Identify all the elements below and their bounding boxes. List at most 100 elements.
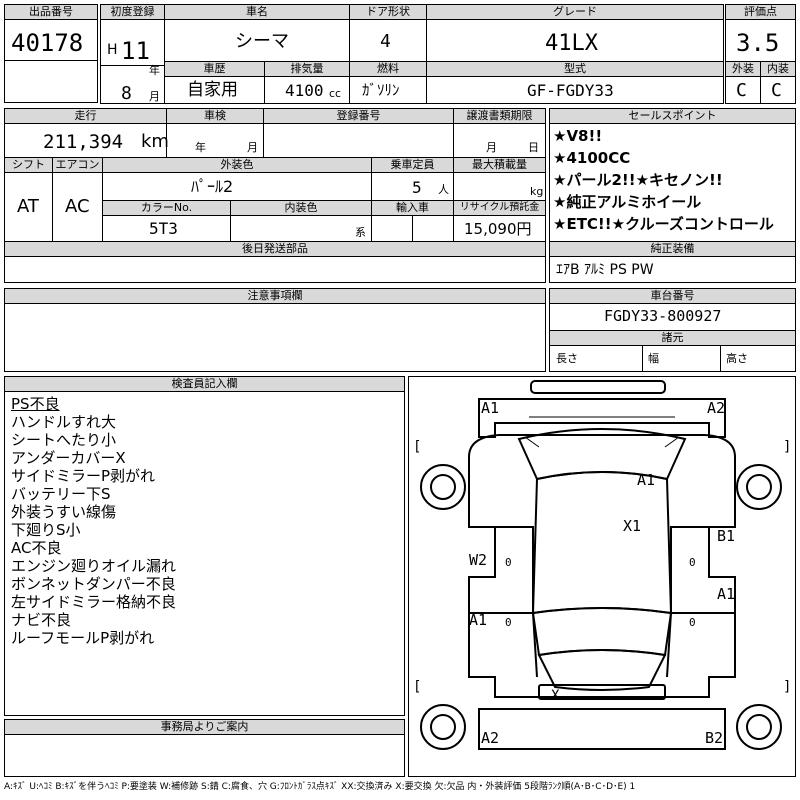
transfer-doc-label: 譲渡書類期限 [454, 109, 545, 124]
history-box: 車歴 自家用 [164, 61, 265, 104]
later-parts-label: 後日発送部品 [5, 242, 545, 257]
mileage-label: 走行 [5, 109, 166, 124]
interior-score-box: 内装 C [760, 61, 796, 104]
exterior-score-box: 外装 C [725, 61, 761, 104]
aircon-label: エアコン [53, 158, 102, 173]
width-label: 幅 [648, 352, 659, 365]
mark-right-rear-door: A1 [717, 585, 736, 603]
mileage-box: 走行 211,394 km [4, 108, 169, 158]
sales-points-list: ★V8!! ★4100CC ★パール2!!★キセノン!! ★純正アルミホイール … [553, 125, 774, 235]
inspection-label: 車検 [167, 109, 263, 124]
inspector-notes-box: 検査員記入欄 PS不良 ハンドルすれ大 シートへたり小 アンダーカバーX サイド… [4, 376, 405, 716]
mileage-unit: km [141, 131, 169, 152]
import-box: 輸入車 [371, 200, 454, 242]
lot-number-box: 出品番号 40178 [4, 4, 98, 61]
grade-label: グレード [427, 5, 723, 20]
displacement-value: 4100 [285, 81, 324, 100]
aircon-box: エアコン AC [52, 157, 103, 242]
door-type-value: 4 [380, 31, 391, 52]
mark-front-left: A1 [481, 399, 500, 417]
lot-number-value: 40178 [11, 29, 84, 57]
car-outline-diagram: [] [] [413, 380, 791, 750]
svg-text:]: ] [783, 679, 791, 695]
capacity-label: 乗車定員 [372, 158, 453, 173]
max-load-label: 最大積載量 [454, 158, 545, 173]
import-label: 輸入車 [372, 201, 453, 216]
max-load-unit: kg [530, 185, 544, 198]
inspector-note-item: アンダーカバーX [11, 449, 126, 467]
inspector-note-item: PS不良 [11, 395, 60, 413]
month-unit: 月 [149, 90, 160, 103]
office-notes-label: 事務局よりご案内 [5, 720, 404, 735]
displacement-box: 排気量 4100 cc [264, 61, 350, 104]
damage-diagram: [] [] A1 A2 A1 X1 W2 B1 A1 A1 X A2 B2 0 … [408, 376, 796, 777]
svg-text:[: [ [413, 439, 421, 455]
inspector-note-item: サイドミラーP剥がれ [11, 467, 156, 485]
standard-equipment-box: 純正装備 ｴｱB ｱﾙﾐ PS PW [549, 241, 796, 283]
interior-color-suffix: 系 [355, 226, 366, 239]
mark-right-front-door: B1 [717, 527, 736, 545]
interior-score-value: C [771, 80, 782, 101]
chassis-box: 車台番号 FGDY33-800927 諸元 長さ 幅 高さ [549, 288, 796, 372]
score-label: 評価点 [726, 5, 795, 20]
door-type-box: ドア形状 4 [349, 4, 427, 62]
exterior-score-label: 外装 [726, 62, 760, 77]
inspection-year-unit: 年 [195, 141, 206, 154]
interior-color-box: 内装色 系 [230, 200, 372, 242]
mark-rear-right: B2 [705, 729, 724, 747]
lot-number-blank [4, 60, 98, 103]
inspector-note-item: ルーフモールP剥がれ [11, 629, 155, 647]
shift-box: シフト AT [4, 157, 53, 242]
sales-point-item: ★純正アルミホイール [553, 193, 702, 211]
reg-number-label: 登録番号 [264, 109, 453, 124]
shift-value: AT [17, 196, 39, 217]
standard-equipment-label: 純正装備 [550, 242, 795, 257]
color-no-value: 5T3 [149, 219, 178, 238]
car-name-label: 車名 [165, 5, 349, 20]
color-no-box: カラーNo. 5T3 [102, 200, 231, 242]
inspector-note-item: バッテリー下S [11, 485, 111, 503]
first-reg-year: 11 [121, 37, 150, 65]
exterior-color-box: 外装色 ﾊﾟｰﾙ2 [102, 157, 372, 201]
capacity-unit: 人 [438, 183, 449, 196]
transfer-day-unit: 日 [528, 141, 539, 154]
height-label: 高さ [726, 352, 748, 365]
standard-equipment-value: ｴｱB ｱﾙﾐ PS PW [556, 262, 654, 278]
length-label: 長さ [556, 352, 578, 365]
inspection-month-unit: 月 [247, 141, 258, 154]
mark-front-right: A2 [707, 399, 726, 417]
dimensions-label: 諸元 [550, 331, 795, 346]
mark-rear-panel: X [551, 688, 560, 704]
fuel-label: 燃料 [350, 62, 426, 77]
svg-text:[: [ [413, 679, 421, 695]
model-code-box: 型式 GF-FGDY33 [426, 61, 724, 104]
exterior-color-label: 外装色 [103, 158, 371, 173]
aircon-value: AC [65, 196, 90, 217]
sales-point-item: ★ETC!!★クルーズコントロール [553, 215, 774, 233]
mark-hood: A1 [637, 471, 656, 489]
capacity-value: 5 [412, 178, 422, 197]
inspector-note-item: AC不良 [11, 539, 62, 557]
mileage-value: 211,394 [43, 131, 124, 153]
transfer-doc-box: 譲渡書類期限 月 日 [453, 108, 546, 158]
capacity-box: 乗車定員 5 人 [371, 157, 454, 201]
era-label: H [107, 42, 118, 58]
grade-box: グレード 41LX [426, 4, 724, 62]
mark-roof: X1 [623, 517, 642, 535]
chassis-label: 車台番号 [550, 289, 795, 304]
notes-label: 注意事項欄 [5, 289, 545, 304]
grade-value: 41LX [545, 31, 598, 56]
first-reg-box: 初度登録 H 11 年 8 月 [100, 4, 165, 104]
office-notes-box: 事務局よりご案内 [4, 719, 405, 777]
notes-box: 注意事項欄 [4, 288, 546, 372]
transfer-month-unit: 月 [486, 141, 497, 154]
exterior-score-value: C [736, 80, 747, 101]
model-code-label: 型式 [427, 62, 723, 77]
fuel-box: 燃料 ｶﾞｿﾘﾝ [349, 61, 427, 104]
door-type-label: ドア形状 [350, 5, 426, 20]
exterior-color-value: ﾊﾟｰﾙ2 [191, 177, 234, 196]
mark-mirror-right: 0 [689, 556, 696, 569]
first-reg-month: 8 [121, 83, 132, 104]
score-box: 評価点 3.5 [725, 4, 796, 62]
mark-mirror-left: 0 [505, 556, 512, 569]
